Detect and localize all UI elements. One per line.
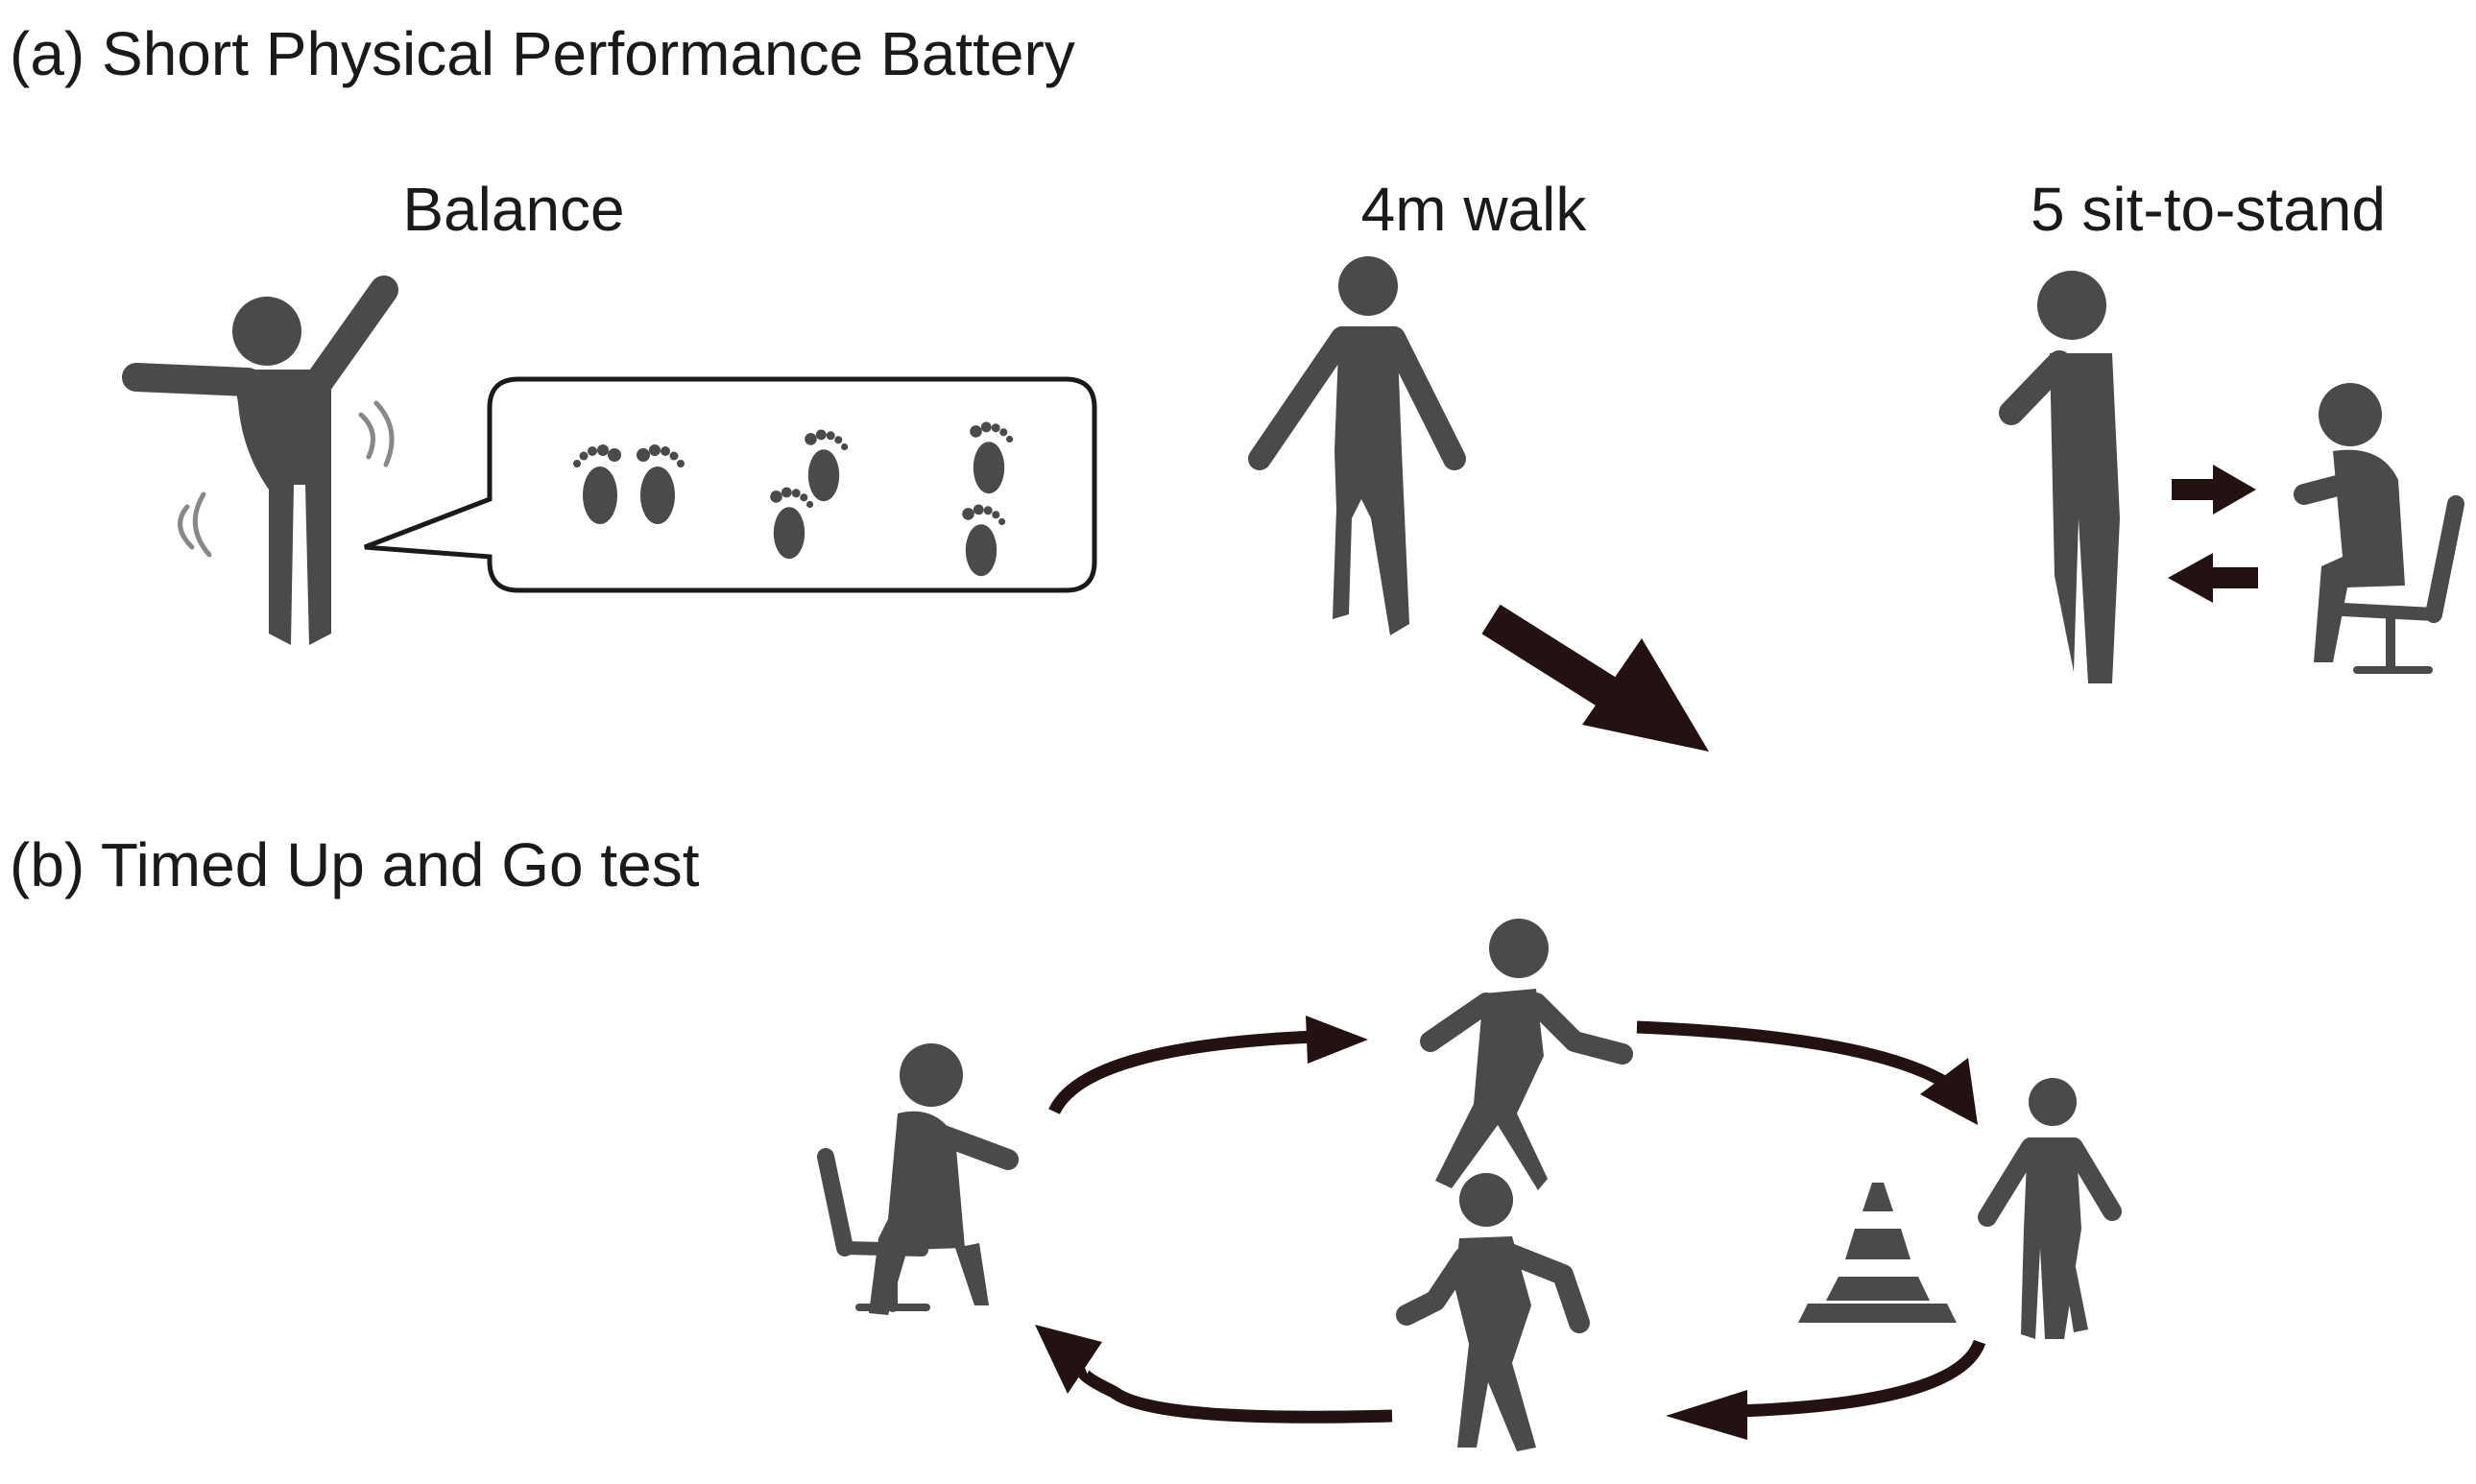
traffic-cone-icon [1798, 1183, 1957, 1323]
panel-a-title: (a) Short Physical Performance Battery [10, 19, 1075, 88]
tug-path-arrow-bottom-right [1666, 1339, 1986, 1440]
tug-seated-person-icon [817, 1043, 1019, 1315]
sit-to-stand-label: 5 sit-to-stand [2031, 175, 2386, 244]
seated-person-icon [2294, 383, 2464, 674]
walk-label: 4m walk [1361, 175, 1588, 244]
balance-person-icon [122, 275, 398, 645]
walking-person-icon [1248, 256, 1466, 635]
sit-stand-arrows [2168, 465, 2258, 603]
balance-label: Balance [402, 175, 624, 244]
tug-turning-person-icon [1978, 1078, 2122, 1339]
walk-to-tug-arrow [1481, 604, 1709, 752]
panel-b-title: (b) Timed Up and Go test [10, 830, 700, 899]
stance-speech-bubble [364, 376, 1097, 593]
tug-path-arrow-top-right [1636, 1020, 1978, 1125]
wobble-marks-icon [178, 400, 395, 558]
standing-person-icon [1999, 271, 2120, 683]
tug-walking-back-icon [1396, 1173, 1590, 1451]
tug-walking-away-icon [1420, 919, 1633, 1190]
tug-path-arrow-bottom-left [1035, 1325, 1393, 1424]
tug-path-arrow-top-left [1048, 1016, 1368, 1115]
